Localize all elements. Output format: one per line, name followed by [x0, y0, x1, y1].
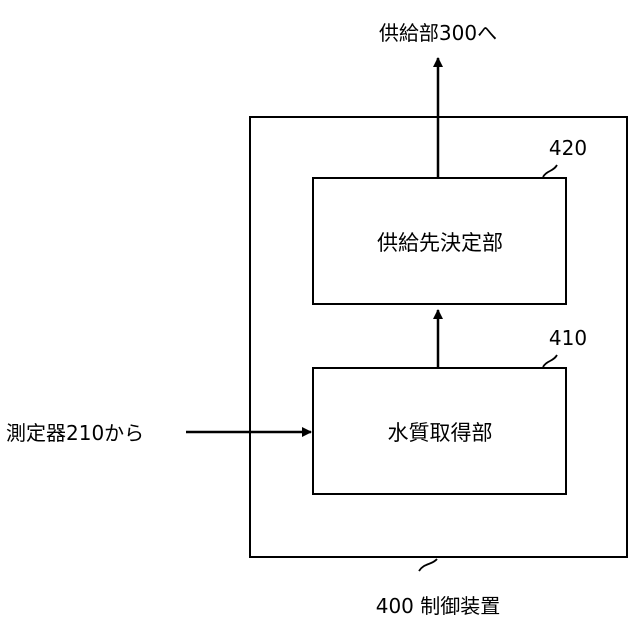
ref-leader-lower	[543, 355, 557, 367]
water-quality-block-label: 水質取得部	[388, 421, 493, 445]
ref-number-lower: 410	[549, 326, 587, 350]
output-destination-label: 供給部300へ	[379, 21, 497, 45]
supply-destination-block-label: 供給先決定部	[377, 231, 503, 255]
ref-leader-upper	[543, 165, 557, 177]
ref-number-upper: 420	[549, 136, 587, 160]
ref-leader-controller	[419, 559, 437, 571]
input-source-label: 測定器210から	[6, 421, 144, 445]
controller-label: 400 制御装置	[376, 594, 501, 618]
